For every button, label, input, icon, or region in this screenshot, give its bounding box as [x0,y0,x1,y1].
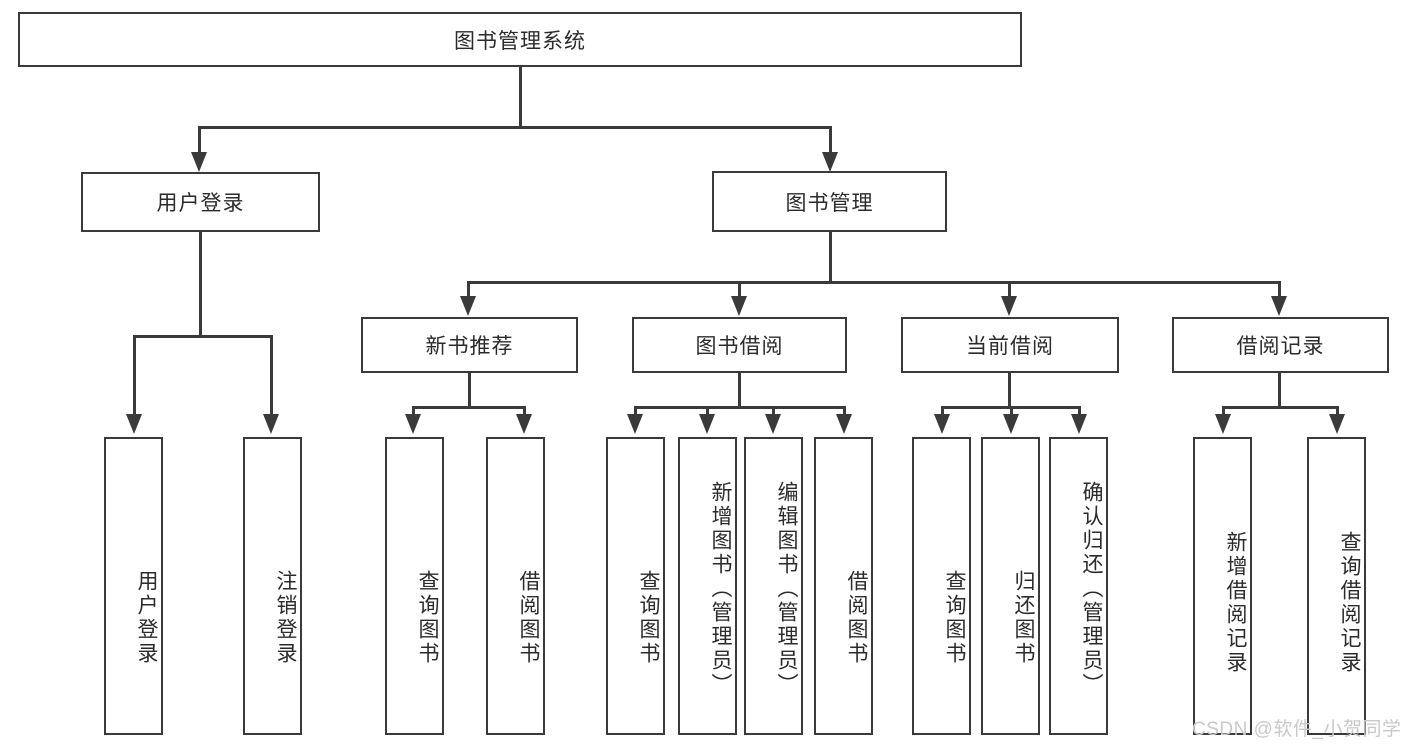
connector-to-user-login [198,126,201,154]
connector-borrow-record-stem [1278,373,1281,407]
arrowhead-cb-leaf3 [1071,414,1087,434]
connector-user-login-stem [199,232,202,336]
connector-cb-leaf2 [1010,406,1013,416]
connector-bb-leaf2 [706,406,709,416]
connector-user-login-bus [133,335,272,338]
arrowhead-bb-leaf3 [765,414,781,434]
connector-book-borrow-bus [634,406,845,409]
csdn-watermark: CSDN @软件_小贺同学 [1192,719,1402,740]
connector-bb-leaf3 [772,406,775,416]
arrowhead-leaf-logout [263,414,279,434]
leaf-bb-borrow-book[interactable]: 借阅图书 [814,437,873,735]
node-user-login[interactable]: 用户登录 [81,172,320,232]
arrowhead-user-login [191,152,207,172]
connector-to-new-book [467,281,470,298]
arrowhead-nb-leaf1 [405,414,421,434]
connector-user-login-leaf1 [133,335,136,416]
arrowhead-br-leaf1 [1215,414,1231,434]
leaf-user-login[interactable]: 用户登录 [104,437,163,735]
arrowhead-book-borrow [731,296,747,316]
arrowhead-br-leaf2 [1329,414,1345,434]
arrowhead-new-book [460,296,476,316]
connector-book-borrow-stem [738,373,741,407]
connector-root-stem [519,67,522,127]
arrowhead-cb-leaf1 [934,414,950,434]
connector-br-leaf2 [1336,406,1339,416]
arrowhead-nb-leaf2 [516,414,532,434]
node-new-book-recommend[interactable]: 新书推荐 [361,317,578,373]
connector-to-book-manage [829,126,832,154]
connector-br-leaf1 [1222,406,1225,416]
leaf-cb-confirm-return-admin[interactable]: 确认归还（管理员） [1049,437,1108,735]
arrowhead-bb-leaf1 [627,414,643,434]
leaf-bb-query-book[interactable]: 查询图书 [606,437,665,735]
connector-to-borrow-record [1278,281,1281,298]
connector-new-book-leaf1 [412,406,415,416]
leaf-cb-return-book[interactable]: 归还图书 [981,437,1040,735]
leaf-bb-edit-book-admin[interactable]: 编辑图书（管理员） [744,437,803,735]
arrowhead-borrow-record [1271,296,1287,316]
leaf-br-add-record[interactable]: 新增借阅记录 [1193,437,1252,735]
arrowhead-current-borrow [1001,296,1017,316]
arrowhead-bb-leaf2 [699,414,715,434]
leaf-nb-query-book[interactable]: 查询图书 [385,437,444,735]
connector-new-book-bus [412,406,525,409]
arrowhead-leaf-user-login [126,414,142,434]
connector-current-borrow-stem [1008,373,1011,407]
connector-bb-leaf4 [843,406,846,416]
connector-to-current-borrow [1008,281,1011,298]
leaf-br-query-record[interactable]: 查询借阅记录 [1307,437,1366,735]
connector-cb-leaf3 [1078,406,1081,416]
leaf-bb-add-book-admin[interactable]: 新增图书（管理员） [678,437,737,735]
node-root-system[interactable]: 图书管理系统 [18,12,1022,67]
node-current-borrow[interactable]: 当前借阅 [901,317,1119,373]
connector-new-book-stem [468,373,471,407]
connector-level1-bus [198,126,831,129]
connector-book-manage-stem [829,232,832,282]
node-book-management[interactable]: 图书管理 [712,171,947,232]
connector-to-book-borrow [738,281,741,298]
node-borrow-record[interactable]: 借阅记录 [1172,317,1389,373]
connector-cb-leaf1 [941,406,944,416]
connector-user-login-leaf2 [270,335,273,416]
arrowhead-bb-leaf4 [836,414,852,434]
connector-borrow-record-bus [1222,406,1338,409]
arrowhead-book-manage [822,152,838,172]
node-book-borrow[interactable]: 图书借阅 [632,317,847,373]
connector-level3-bus [467,281,1280,284]
leaf-logout[interactable]: 注销登录 [243,437,302,735]
leaf-nb-borrow-book[interactable]: 借阅图书 [486,437,545,735]
arrowhead-cb-leaf2 [1003,414,1019,434]
connector-new-book-leaf2 [523,406,526,416]
connector-bb-leaf1 [634,406,637,416]
leaf-cb-query-book[interactable]: 查询图书 [912,437,971,735]
